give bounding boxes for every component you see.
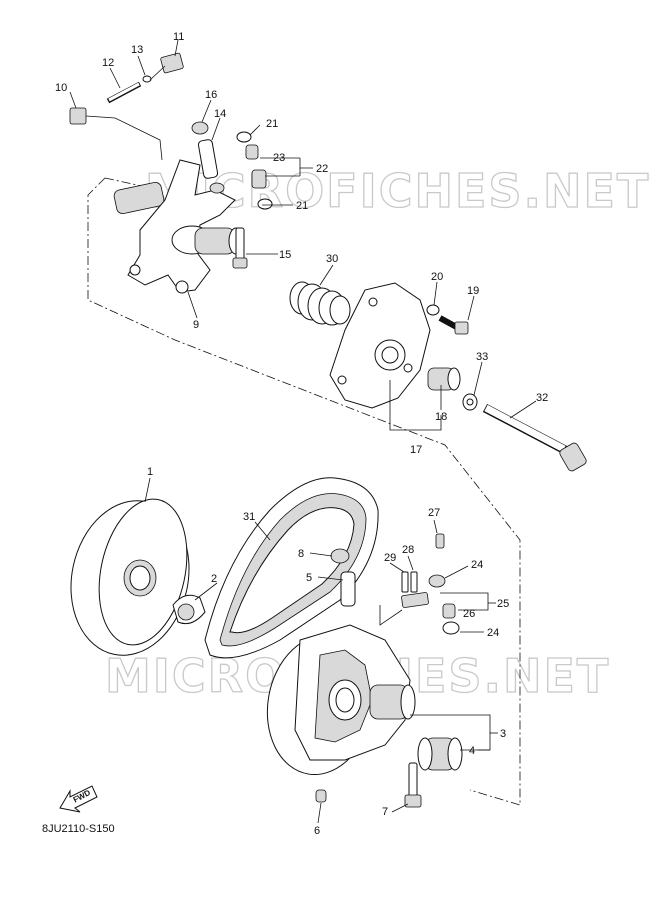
bushing-part xyxy=(172,594,206,625)
callout-24-bottom: 24 xyxy=(487,627,499,639)
callout-30: 30 xyxy=(326,253,338,265)
callout-7: 7 xyxy=(382,806,388,818)
callout-33: 33 xyxy=(476,351,488,363)
callout-19: 19 xyxy=(467,285,479,297)
cover-part xyxy=(329,282,478,411)
callout-3: 3 xyxy=(500,728,506,740)
callout-17: 17 xyxy=(410,444,422,456)
callout-21-top: 21 xyxy=(266,118,278,130)
callout-20: 20 xyxy=(431,271,443,283)
bolt-19 xyxy=(426,304,469,335)
diagram-code: 8JU2110-S150 xyxy=(42,823,115,835)
fixed-sheave-part xyxy=(70,498,190,656)
callout-11: 11 xyxy=(173,31,184,43)
callout-1: 1 xyxy=(147,466,153,478)
callout-22: 22 xyxy=(316,163,328,175)
callout-12: 12 xyxy=(102,57,114,69)
callout-29: 29 xyxy=(384,552,396,564)
assembly-boundary xyxy=(87,177,521,806)
callout-6: 6 xyxy=(314,825,320,837)
callout-8: 8 xyxy=(298,548,304,560)
bolt-32 xyxy=(482,404,587,472)
callout-32: 32 xyxy=(536,392,548,404)
pin-part xyxy=(69,52,184,161)
roller-bracket-part xyxy=(401,533,460,635)
callout-10: 10 xyxy=(55,82,67,94)
callout-16: 16 xyxy=(205,89,217,101)
callout-4: 4 xyxy=(469,745,475,757)
callout-31: 31 xyxy=(243,511,255,523)
bearing-4-part xyxy=(417,737,463,771)
callout-15: 15 xyxy=(279,249,291,261)
leaders-upper xyxy=(69,39,537,431)
callout-5: 5 xyxy=(306,572,312,584)
spring-part xyxy=(289,281,351,326)
callout-14: 14 xyxy=(214,108,226,120)
callout-18: 18 xyxy=(435,411,447,423)
collar-5-part xyxy=(330,548,356,607)
callout-23: 23 xyxy=(273,152,285,164)
callout-2: 2 xyxy=(211,573,217,585)
callout-13: 13 xyxy=(131,44,143,56)
callout-9: 9 xyxy=(193,319,199,331)
bolt-7-part xyxy=(315,762,422,808)
spider-part xyxy=(113,159,244,294)
callout-27: 27 xyxy=(428,507,440,519)
fwd-arrow-icon: FWD xyxy=(59,785,98,813)
callout-26: 26 xyxy=(463,608,475,620)
callout-28: 28 xyxy=(402,544,414,556)
bolt-15 xyxy=(232,227,248,269)
callout-24-top: 24 xyxy=(471,559,483,571)
callout-21-bottom: 21 xyxy=(296,200,308,212)
collar-parts xyxy=(191,121,273,210)
callout-25: 25 xyxy=(497,598,509,610)
movable-sheave-part xyxy=(266,624,416,776)
leaders-lower xyxy=(144,477,498,824)
drive-belt-part xyxy=(204,477,379,659)
watermark-top: MICROFICHES.NET xyxy=(145,164,650,218)
